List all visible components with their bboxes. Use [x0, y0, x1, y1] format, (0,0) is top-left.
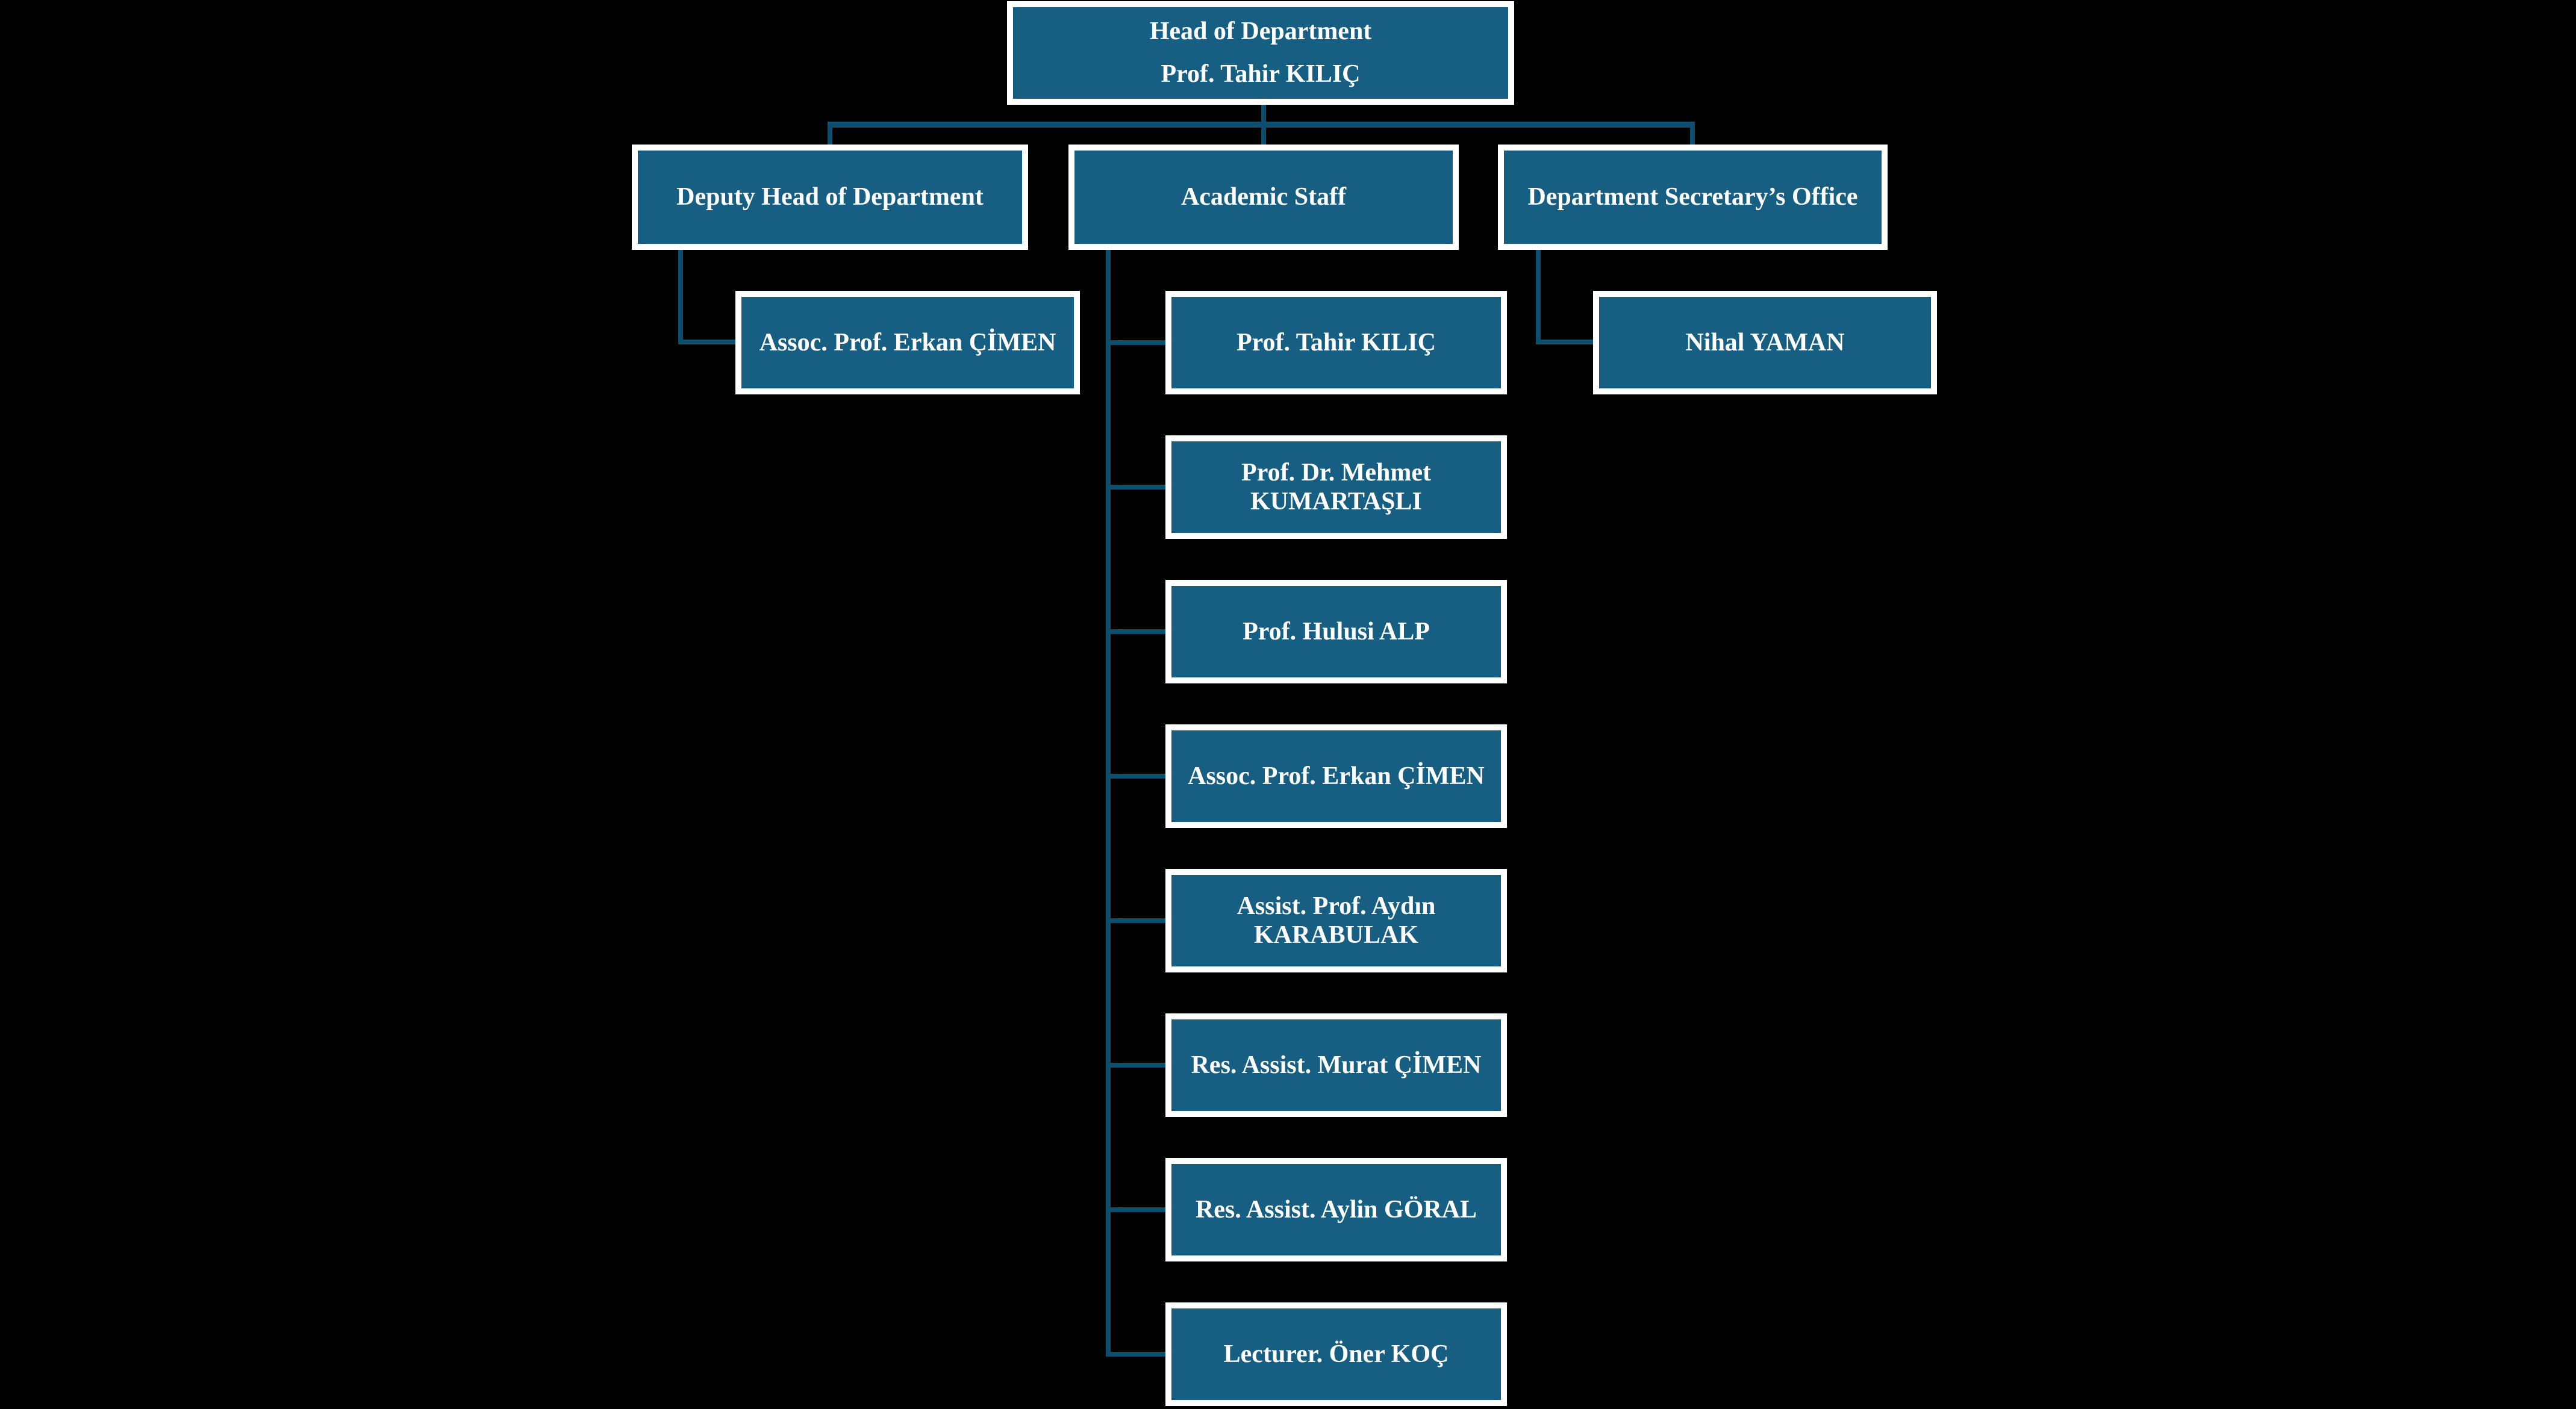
org-box-staff-member-1: Prof. Tahir KILIÇ	[1165, 291, 1507, 394]
org-box-deputy-head: Deputy Head of Department	[632, 145, 1028, 250]
org-box-staff-member-7: Res. Assist. Aylin GÖRAL	[1165, 1158, 1507, 1261]
connector-staff-stub-7	[1106, 1207, 1165, 1212]
org-box-secretary-member: Nihal YAMAN	[1593, 291, 1937, 394]
connector-drop-deputy	[828, 126, 832, 146]
staff-member-name: Prof. Tahir KILIÇ	[1236, 328, 1436, 356]
org-box-academic-staff: Academic Staff	[1068, 145, 1459, 250]
staff-member-name: Res. Assist. Aylin GÖRAL	[1195, 1195, 1477, 1224]
deputy-member-name: Assoc. Prof. Erkan ÇİMEN	[759, 328, 1056, 356]
connector-staff-stub-6	[1106, 1063, 1165, 1068]
org-box-staff-member-6: Res. Assist. Murat ÇİMEN	[1165, 1013, 1507, 1117]
connector-staff-stub-5	[1106, 918, 1165, 923]
connector-deputy-elbow-vertical	[678, 249, 683, 344]
staff-member-name: Res. Assist. Murat ÇİMEN	[1191, 1051, 1482, 1079]
org-box-staff-member-2: Prof. Dr. Mehmet KUMARTAŞLI	[1165, 435, 1507, 539]
head-of-department-name: Prof. Tahir KILIÇ	[1161, 60, 1361, 88]
deputy-head-label: Deputy Head of Department	[676, 183, 984, 211]
connector-drop-academic	[1261, 126, 1266, 146]
staff-member-name: Assoc. Prof. Erkan ÇİMEN	[1188, 762, 1485, 790]
connector-staff-spine	[1106, 249, 1111, 1357]
staff-member-name: Lecturer. Öner KOÇ	[1223, 1340, 1449, 1368]
connector-root-drop	[1261, 105, 1266, 123]
connector-drop-secretary	[1690, 126, 1695, 146]
org-box-staff-member-8: Lecturer. Öner KOÇ	[1165, 1302, 1507, 1406]
connector-staff-stub-8	[1106, 1352, 1165, 1357]
staff-member-name: Assist. Prof. Aydın KARABULAK	[1237, 892, 1436, 949]
org-box-secretary-office: Department Secretary’s Office	[1498, 145, 1888, 250]
org-box-staff-member-4: Assoc. Prof. Erkan ÇİMEN	[1165, 724, 1507, 828]
org-box-staff-member-5: Assist. Prof. Aydın KARABULAK	[1165, 869, 1507, 972]
connector-staff-stub-3	[1106, 629, 1165, 634]
org-box-head-of-department: Head of Department Prof. Tahir KILIÇ	[1007, 1, 1514, 105]
connector-staff-stub-4	[1106, 774, 1165, 779]
connector-secretary-elbow-horizontal	[1536, 340, 1594, 344]
connector-staff-stub-1	[1106, 340, 1165, 345]
staff-member-name: Prof. Hulusi ALP	[1243, 617, 1430, 645]
staff-member-name: Prof. Dr. Mehmet KUMARTAŞLI	[1241, 458, 1431, 515]
org-box-deputy-member: Assoc. Prof. Erkan ÇİMEN	[735, 291, 1080, 394]
connector-top-bar	[828, 122, 1695, 128]
org-box-staff-member-3: Prof. Hulusi ALP	[1165, 580, 1507, 683]
connector-secretary-elbow-vertical	[1536, 249, 1541, 344]
connector-deputy-elbow-horizontal	[678, 340, 737, 344]
academic-staff-label: Academic Staff	[1180, 183, 1347, 211]
secretary-office-label: Department Secretary’s Office	[1527, 183, 1858, 211]
head-of-department-title: Head of Department	[1149, 17, 1372, 45]
connector-staff-stub-2	[1106, 485, 1165, 490]
secretary-member-name: Nihal YAMAN	[1685, 328, 1845, 356]
